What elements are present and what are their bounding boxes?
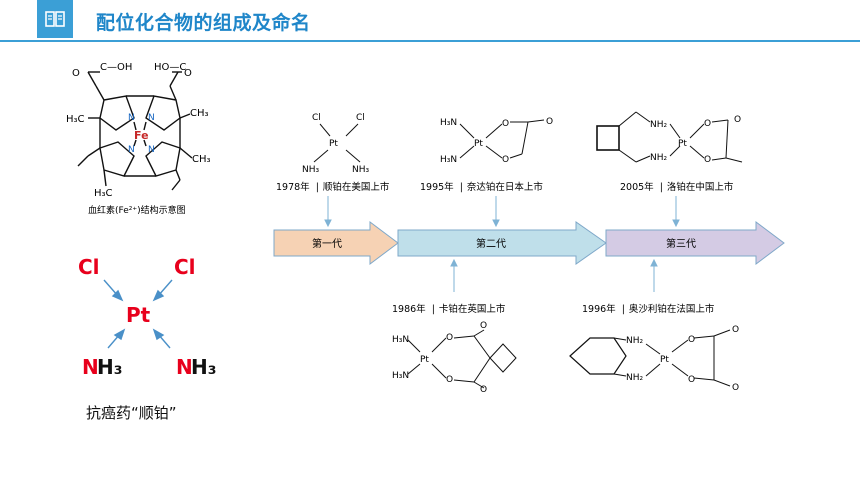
cisplatin-h3-right: H₃ <box>191 355 217 379</box>
svg-text:Pt: Pt <box>329 139 338 149</box>
cisplatin-small-structure: Cl Cl Pt NH₃ NH₃ <box>302 113 370 175</box>
heme-n3: N <box>128 145 135 155</box>
arrow-generation-1 <box>273 221 399 265</box>
cisplatin-n-left: N <box>82 355 99 379</box>
carboplatin-structure: H₃N H₃N Pt O O O O <box>392 321 517 395</box>
cisplatin-cl-left: Cl <box>78 255 100 279</box>
heme-iron: Fe <box>134 129 149 142</box>
svg-text:O: O <box>502 119 509 129</box>
svg-text:H₃N: H₃N <box>440 118 457 128</box>
heme-methyl-bottom: H₃C <box>94 188 113 199</box>
svg-text:O: O <box>704 119 711 129</box>
svg-text:NH₃: NH₃ <box>302 165 320 175</box>
heme-caption: 血红素(Fe²⁺)结构示意图 <box>88 204 186 216</box>
svg-text:O: O <box>502 155 509 165</box>
svg-text:NH₂: NH₂ <box>650 153 668 163</box>
label-generation-3: 第三代 <box>666 237 696 250</box>
cisplatin-cl-right: Cl <box>174 255 196 279</box>
nedaplatin-structure: H₃N H₃N Pt O O O <box>440 117 553 165</box>
svg-text:Pt: Pt <box>474 139 483 149</box>
label-generation-2: 第二代 <box>476 237 506 250</box>
svg-text:O: O <box>688 375 695 385</box>
arrow-generation-2 <box>397 221 607 265</box>
svg-text:O: O <box>734 115 741 125</box>
svg-text:H₃N: H₃N <box>440 155 457 165</box>
heme-oxygen-right: O <box>184 68 192 79</box>
svg-text:Cl: Cl <box>312 113 321 123</box>
svg-text:Pt: Pt <box>660 355 669 365</box>
svg-text:O: O <box>704 155 711 165</box>
label-generation-1: 第一代 <box>312 237 342 250</box>
event-1996: 1996年|奥沙利铂在法国上市 <box>582 303 715 315</box>
svg-text:O: O <box>446 333 453 343</box>
svg-text:H₃N: H₃N <box>392 335 409 345</box>
event-2005: 2005年|洛铂在中国上市 <box>620 181 734 193</box>
heme-n4: N <box>148 145 155 155</box>
svg-text:Pt: Pt <box>420 355 429 365</box>
svg-text:H₃N: H₃N <box>392 371 409 381</box>
heme-n2: N <box>148 113 155 123</box>
svg-text:NH₂: NH₂ <box>626 336 644 346</box>
svg-text:NH₂: NH₂ <box>626 373 644 383</box>
oxaliplatin-structure: NH₂ NH₂ Pt O O O O <box>569 325 739 393</box>
header-divider <box>0 40 860 42</box>
svg-text:O: O <box>688 335 695 345</box>
cisplatin-caption: 抗癌药“顺铂” <box>86 404 177 422</box>
heme-methyl-right-bottom: CH₃ <box>192 154 211 165</box>
event-1978: 1978年|顺铂在美国上市 <box>276 181 390 193</box>
header: 配位化合物的组成及命名 <box>0 0 860 44</box>
svg-text:O: O <box>732 325 739 335</box>
cisplatin-h3-left: H₃ <box>97 355 123 379</box>
heme-acid-right: HO—C <box>154 62 186 73</box>
svg-text:O: O <box>446 375 453 385</box>
event-1986: 1986年|卡铂在英国上市 <box>392 303 506 315</box>
cisplatin-pt: Pt <box>126 303 151 327</box>
event-1995: 1995年|奈达铂在日本上市 <box>420 181 543 193</box>
heme-methyl-right-top: CH₃ <box>190 108 209 119</box>
book-icon <box>37 0 73 38</box>
svg-text:Cl: Cl <box>356 113 365 123</box>
svg-text:NH₃: NH₃ <box>352 165 370 175</box>
svg-text:O: O <box>480 385 487 395</box>
lobaplatin-structure: NH₂ NH₂ Pt O O O <box>596 111 743 165</box>
svg-text:NH₂: NH₂ <box>650 120 668 130</box>
heme-acid-left: C—OH <box>100 62 132 73</box>
heme-oxygen-left: O <box>72 68 80 79</box>
svg-text:Pt: Pt <box>678 139 687 149</box>
svg-text:O: O <box>732 383 739 393</box>
heme-methyl-left: H₃C <box>66 114 85 125</box>
heme-n1: N <box>128 113 135 123</box>
svg-text:O: O <box>480 321 487 331</box>
svg-text:O: O <box>546 117 553 127</box>
arrow-generation-3 <box>605 221 785 265</box>
cisplatin-n-right: N <box>176 355 193 379</box>
page-title: 配位化合物的组成及命名 <box>96 12 311 34</box>
